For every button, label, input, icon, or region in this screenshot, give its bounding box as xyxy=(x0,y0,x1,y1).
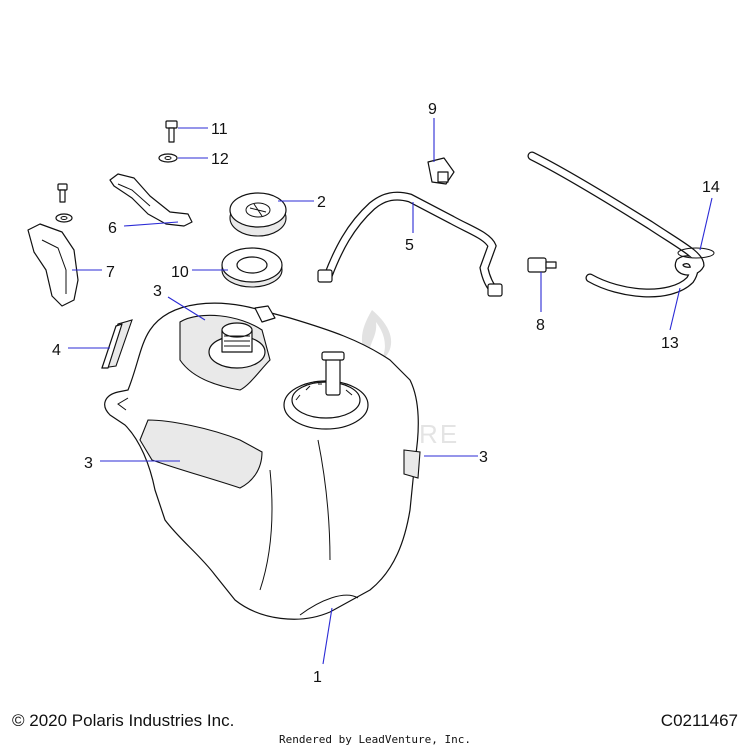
callout-1: 1 xyxy=(313,669,322,686)
callout-9: 9 xyxy=(428,101,437,118)
part-13-vent-hose xyxy=(527,151,705,298)
leader-lines xyxy=(68,118,713,665)
part-10-gasket xyxy=(221,247,283,288)
callout-11: 11 xyxy=(211,121,228,138)
callout-5: 5 xyxy=(405,237,414,254)
part-11-bolt xyxy=(165,120,178,143)
rendered-by-credit: Rendered by LeadVenture, Inc. xyxy=(278,733,472,746)
bracket-bolt xyxy=(55,183,73,223)
part-9-connector xyxy=(427,157,455,185)
part-7-bracket xyxy=(27,223,79,307)
drawing-number: C0211467 xyxy=(660,711,738,730)
part-4-pad xyxy=(101,319,133,369)
callout-4: 4 xyxy=(52,342,61,359)
copyright-notice: © 2020 Polaris Industries Inc. xyxy=(12,711,235,730)
part-5-fuel-line xyxy=(317,191,503,297)
callout-2: 2 xyxy=(317,194,326,211)
part-6-bracket xyxy=(109,173,193,227)
callout-12: 12 xyxy=(211,151,229,168)
part-8-connector xyxy=(527,257,557,273)
callout-3-left: 3 xyxy=(84,455,93,472)
callout-13: 13 xyxy=(661,335,679,352)
callout-8: 8 xyxy=(536,317,545,334)
callout-7: 7 xyxy=(106,264,115,281)
callout-6: 6 xyxy=(108,220,117,237)
part-14-clamp xyxy=(677,247,715,259)
callouts: 11 12 2 6 7 10 3 4 3 3 5 9 8 1 13 14 xyxy=(52,101,720,686)
part-12-washer xyxy=(158,153,178,163)
part-1-fuel-tank xyxy=(104,302,421,620)
callout-14: 14 xyxy=(702,179,720,196)
part-2-fuel-cap xyxy=(229,192,287,237)
callout-3-right: 3 xyxy=(479,449,488,466)
callout-10: 10 xyxy=(171,264,189,281)
callout-3-top: 3 xyxy=(153,283,162,300)
